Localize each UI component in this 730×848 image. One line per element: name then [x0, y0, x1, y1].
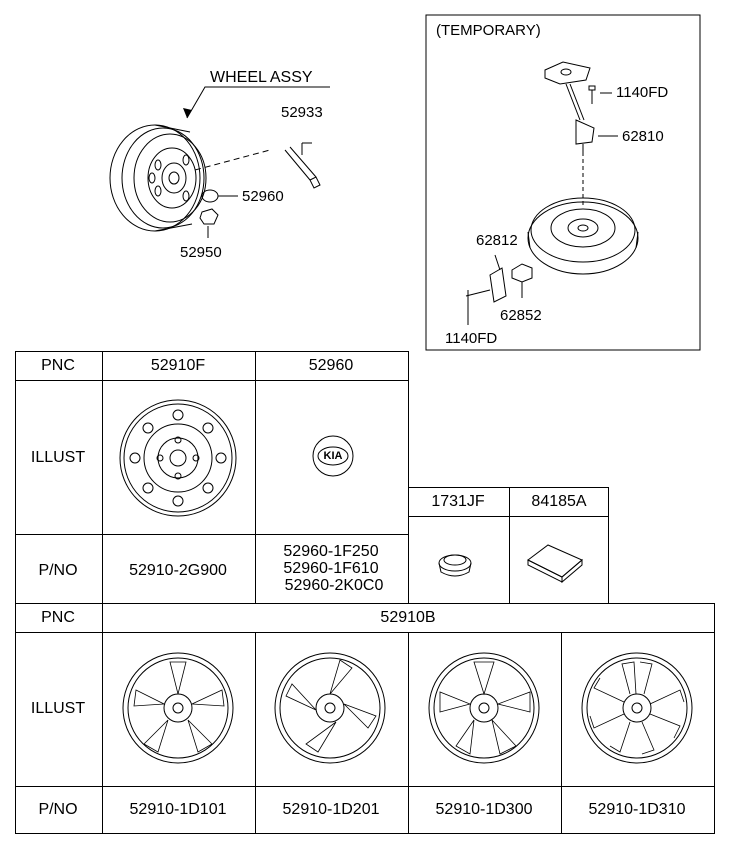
row-label-illust: ILLUST [30, 449, 86, 466]
part-label-62852: 62852 [500, 307, 542, 324]
illust-pad [527, 544, 583, 584]
illust-cell [102, 632, 256, 787]
part-label-62812: 62812 [476, 232, 518, 249]
wheel-assy-label: WHEEL ASSY [210, 69, 313, 86]
illust-emblem-cap [312, 435, 354, 477]
illust-cell [509, 516, 609, 604]
illust-alloy-2 [274, 652, 386, 764]
pnc-84185a: 84185A [531, 493, 587, 510]
pnc-52910b: 52910B [380, 609, 436, 626]
pnc-1731jf: 1731JF [431, 493, 485, 510]
pno-52960-1f610: 52960-1F610 [283, 560, 379, 577]
row-label-illust: ILLUST [30, 700, 86, 717]
illust-plug [438, 554, 472, 577]
temporary-drawing [465, 61, 639, 325]
part-label-1140fd-bottom: 1140FD [445, 330, 498, 347]
row-label-pno: P/NO [38, 562, 78, 579]
illust-cell [102, 380, 256, 535]
illust-cell [408, 632, 562, 787]
pno-52910-1d310: 52910-1D310 [588, 801, 686, 818]
pno-52960-2k0c0: 52960-2K0C0 [284, 577, 384, 594]
part-label-62810: 62810 [622, 128, 664, 145]
illust-alloy-1 [122, 652, 234, 764]
pno-52910-1d101: 52910-1D101 [129, 801, 227, 818]
part-label-52933: 52933 [281, 104, 323, 121]
emblem-text: KIA [323, 450, 343, 462]
temporary-box-frame [425, 14, 701, 351]
pno-52910-2g900: 52910-2G900 [129, 562, 227, 579]
row-label-pnc: PNC [41, 609, 75, 626]
illust-alloy-3 [428, 652, 540, 764]
illust-cell [408, 516, 510, 604]
illust-alloy-4 [581, 652, 693, 764]
row-label-pnc: PNC [41, 357, 75, 374]
pno-52910-1d201: 52910-1D201 [282, 801, 380, 818]
illust-cell [561, 632, 715, 787]
temporary-title: (TEMPORARY) [436, 22, 541, 39]
part-label-1140fd-top: 1140FD [616, 84, 669, 101]
pno-52910-1d300: 52910-1D300 [435, 801, 533, 818]
pno-52960-1f250: 52960-1F250 [283, 543, 379, 560]
row-label-pno: P/NO [38, 801, 78, 818]
part-label-52960: 52960 [242, 188, 284, 205]
pnc-52910f: 52910F [150, 357, 206, 374]
illust-cell [255, 632, 409, 787]
illust-steel-wheel [119, 399, 237, 517]
part-label-52950: 52950 [180, 244, 222, 261]
pnc-52960: 52960 [308, 357, 354, 374]
pno-cell [561, 786, 715, 834]
wheel-assy-drawing [109, 86, 330, 238]
